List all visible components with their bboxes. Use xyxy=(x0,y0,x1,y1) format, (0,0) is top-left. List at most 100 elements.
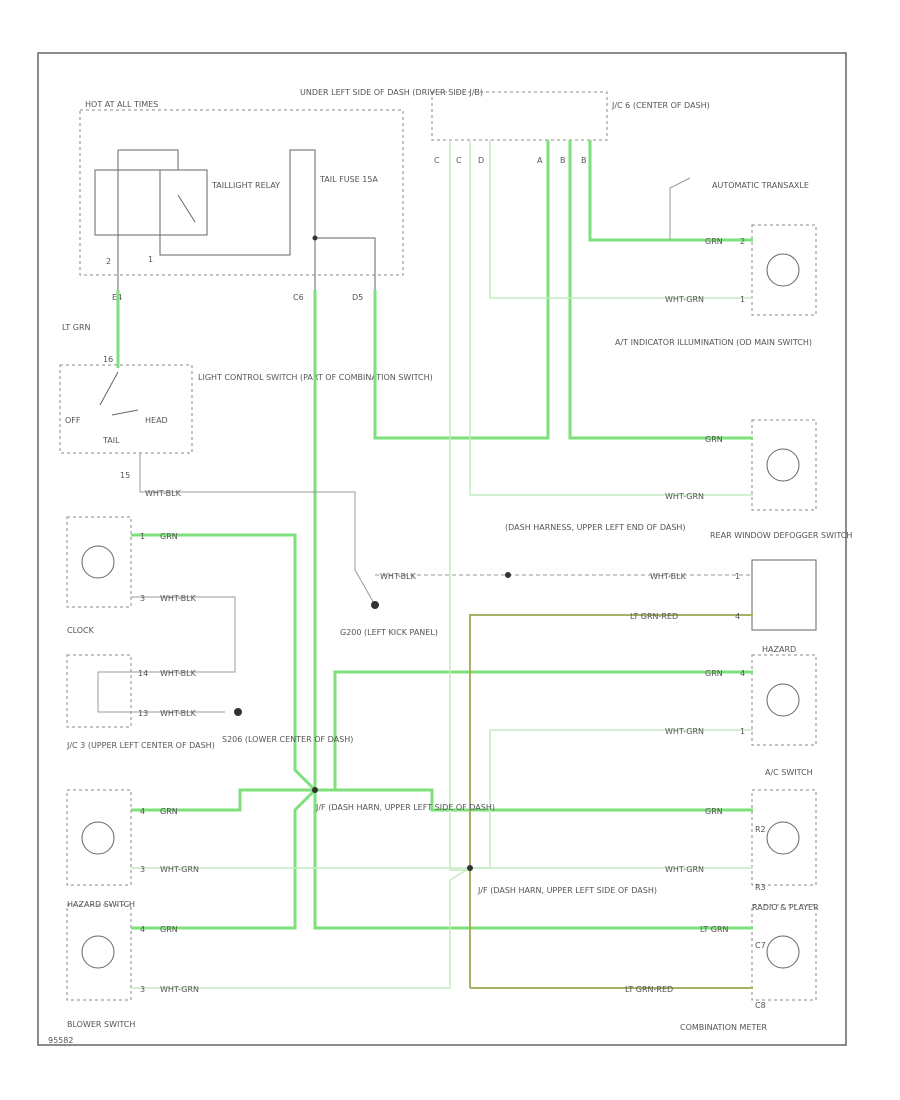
jc6-dashed-box xyxy=(431,91,608,141)
pin-clock-2: 3 xyxy=(140,594,145,603)
at-indicator-label: A/T INDICATOR ILLUMINATION (OD MAIN SWIT… xyxy=(615,338,812,347)
wire-label-19: GRN xyxy=(160,807,178,816)
junction-block: UNDER LEFT SIDE OF DASH (DRIVER SIDE J/B… xyxy=(79,88,483,290)
pin-labels: 1 3 14 13 4 3 4 3 R2 R3 C7 C8 1 4 2 1 4 … xyxy=(138,237,766,1010)
ac-switch-box xyxy=(751,789,817,886)
jc3-label: J/C 3 (UPPER LEFT CENTER OF DASH) xyxy=(66,741,215,750)
relay-contact xyxy=(177,194,196,223)
pin-relay-right: 1 xyxy=(148,255,153,264)
pin-clock-1: 1 xyxy=(140,532,145,541)
pin-lcs-16: 16 xyxy=(103,355,113,364)
pin-ac-2: 1 xyxy=(740,727,745,736)
wire-label-18: WHT-BLK xyxy=(160,709,197,718)
bulbs xyxy=(81,253,800,969)
dash-harness-upper-left-end-label: (DASH HARNESS, UPPER LEFT END OF DASH) xyxy=(505,523,686,532)
wire-label-9: GRN xyxy=(705,807,723,816)
ground-jc3 xyxy=(234,708,242,716)
component-boxes xyxy=(66,224,817,1001)
splice-s206 xyxy=(312,787,318,793)
pin-ac-1: 4 xyxy=(740,669,745,678)
jc6-pin-3: D xyxy=(478,156,484,165)
blower-switch-box xyxy=(66,904,132,1001)
tail-fuse-label: TAIL FUSE 15A xyxy=(319,175,378,184)
tail-label: TAIL xyxy=(102,436,120,445)
automatic-transaxle-label: AUTOMATIC TRANSAXLE xyxy=(712,181,809,190)
bulb-at-indicator xyxy=(766,448,800,482)
bulb-blower xyxy=(81,935,115,969)
pin-hazard-1: 14 xyxy=(138,669,148,678)
light-green-wires xyxy=(131,140,753,989)
wire-label-5: WHT-BLK xyxy=(650,572,687,581)
wire-label-2: WHT-GRN xyxy=(665,295,704,304)
wire-label-7: GRN xyxy=(705,669,723,678)
wire-color-labels: GRN WHT-GRN GRN WHT-GRN WHT-BLK LT GRN-R… xyxy=(145,237,729,994)
pin-a2: 2 xyxy=(740,237,745,246)
pin-defog-1: 1 xyxy=(735,572,740,581)
wire-label-15: GRN xyxy=(160,532,178,541)
pin-d5: D5 xyxy=(352,293,363,302)
radio-box xyxy=(751,904,817,1001)
green-wires xyxy=(116,140,753,930)
bulb-ac xyxy=(766,821,800,855)
rear-window-defogger-label: REAR WINDOW DEFOGGER SWITCH xyxy=(710,531,852,540)
off-label: OFF xyxy=(65,416,81,425)
jf-dash-upper-left-label: J/F (DASH HARN, UPPER LEFT SIDE OF DASH) xyxy=(315,803,495,812)
jc6-pin-5: B xyxy=(560,156,566,165)
head-label: HEAD xyxy=(145,416,168,425)
wire-label-1: GRN xyxy=(705,237,723,246)
wire-label-12: LT GRN-RED xyxy=(625,985,673,994)
ground-g200 xyxy=(371,601,379,609)
clock-label: CLOCK xyxy=(67,626,95,635)
jc6-pin-1: C xyxy=(434,156,440,165)
wire-label-17: WHT-BLK xyxy=(160,669,197,678)
pin-defog-2: 4 xyxy=(735,612,740,621)
defogger-switch-box xyxy=(751,559,817,631)
at-indicator-top-box xyxy=(751,224,817,316)
light-control-switch: LIGHT CONTROL SWITCH (PART OF COMBINATIO… xyxy=(59,355,433,480)
taillight-relay-label: TAILLIGHT RELAY xyxy=(211,181,280,190)
bulb-hazard-right xyxy=(766,683,800,717)
component-labels: AUTOMATIC TRANSAXLE A/T INDICATOR ILLUMI… xyxy=(48,181,852,1045)
pin-relay-left: 2 xyxy=(106,257,111,266)
ac-switch-label: A/C SWITCH xyxy=(765,768,813,777)
jc6-connector: J/C 6 (CENTER OF DASH) C C D A B B xyxy=(431,91,710,165)
wire-label-11: LT GRN xyxy=(700,925,729,934)
figure-id: 95582 xyxy=(48,1036,73,1045)
wire-label-20: WHT-GRN xyxy=(160,865,199,874)
s206-label: S206 (LOWER CENTER OF DASH) xyxy=(222,735,353,744)
wire-label-22: WHT-GRN xyxy=(160,985,199,994)
pin-c7: C7 xyxy=(755,941,766,950)
jb-dashed-box xyxy=(79,109,404,276)
wire-label-21: GRN xyxy=(160,925,178,934)
other-wires xyxy=(97,177,753,989)
wire-label-13: WHT-BLK xyxy=(145,489,182,498)
clock-box xyxy=(66,516,132,608)
taillight-relay-box xyxy=(94,169,208,236)
splices xyxy=(234,572,511,871)
wire-label-6: LT GRN-RED xyxy=(630,612,678,621)
pin-c6: C6 xyxy=(293,293,304,302)
jc3-box xyxy=(66,654,132,728)
hot-at-all-times-label: HOT AT ALL TIMES xyxy=(85,100,158,109)
hazard-right-box xyxy=(751,654,817,746)
splice-jf-right xyxy=(467,865,473,871)
pin-hazard-2: 13 xyxy=(138,709,148,718)
bulb-at-top xyxy=(766,253,800,287)
pin-sw-1: 4 xyxy=(140,807,145,816)
jc6-pin-6: B xyxy=(581,156,587,165)
wire-label-3: GRN xyxy=(705,435,723,444)
pin-sw-2: 3 xyxy=(140,865,145,874)
splice-dash-harness xyxy=(505,572,511,578)
pin-a1: 1 xyxy=(740,295,745,304)
pin-blower-2: 3 xyxy=(140,985,145,994)
outer-frame xyxy=(37,52,847,1046)
blower-switch-label: BLOWER SWITCH xyxy=(67,1020,135,1029)
bulb-radio xyxy=(766,935,800,969)
radio-player-label: RADIO & PLAYER xyxy=(752,903,819,912)
wire-label-14: WHT-BLK xyxy=(380,572,417,581)
wire-label-10: WHT-GRN xyxy=(665,865,704,874)
pin-r2: R2 xyxy=(755,825,766,834)
combination-meter-label: COMBINATION METER xyxy=(680,1023,767,1032)
pin-r3: R3 xyxy=(755,883,766,892)
under-left-dash-label: UNDER LEFT SIDE OF DASH (DRIVER SIDE J/B… xyxy=(300,88,483,97)
